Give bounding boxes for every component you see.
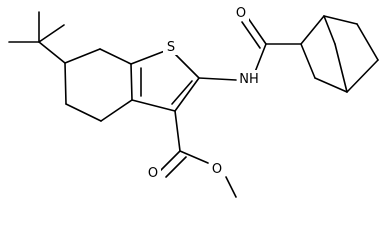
bond	[159, 150, 181, 172]
ester-ether-oxygen-label: O	[212, 162, 222, 177]
bond	[174, 110, 181, 152]
bond	[314, 77, 348, 93]
bond	[198, 77, 237, 81]
bond	[323, 15, 336, 45]
ester-carbonyl-oxygen-label: O	[148, 166, 158, 181]
bond	[174, 77, 200, 112]
bond	[225, 176, 237, 198]
bond	[334, 43, 348, 93]
bond	[171, 80, 193, 105]
amide-oxygen-label: O	[236, 6, 246, 21]
bond	[165, 156, 187, 178]
chemical-structure-diagram: S NH O O O	[8, 4, 379, 198]
amide-linkage	[198, 17, 302, 81]
cyclohexene-ring	[64, 48, 133, 122]
atom-labels: S NH O O O	[145, 4, 262, 181]
bond	[179, 150, 209, 164]
bond	[99, 48, 132, 65]
thiophene-ring	[130, 48, 200, 112]
bond	[247, 17, 267, 45]
bicycloheptane-ring	[300, 15, 379, 93]
bond	[323, 15, 358, 25]
bond	[131, 99, 176, 112]
amide-nitrogen-label: NH	[239, 72, 259, 87]
tert-butyl-group	[8, 11, 66, 64]
bond	[130, 63, 133, 101]
bond	[254, 43, 267, 73]
bond	[300, 43, 316, 79]
methyl-ester-group	[159, 110, 237, 198]
bond	[64, 62, 67, 105]
bond	[241, 21, 261, 49]
bond	[356, 23, 379, 61]
sulfur-atom-label: S	[167, 40, 175, 55]
bond	[300, 15, 325, 45]
bond	[65, 103, 102, 122]
bond	[346, 59, 379, 93]
bond	[64, 48, 101, 64]
bond	[38, 41, 66, 64]
bond	[38, 24, 65, 43]
bond	[100, 99, 133, 122]
